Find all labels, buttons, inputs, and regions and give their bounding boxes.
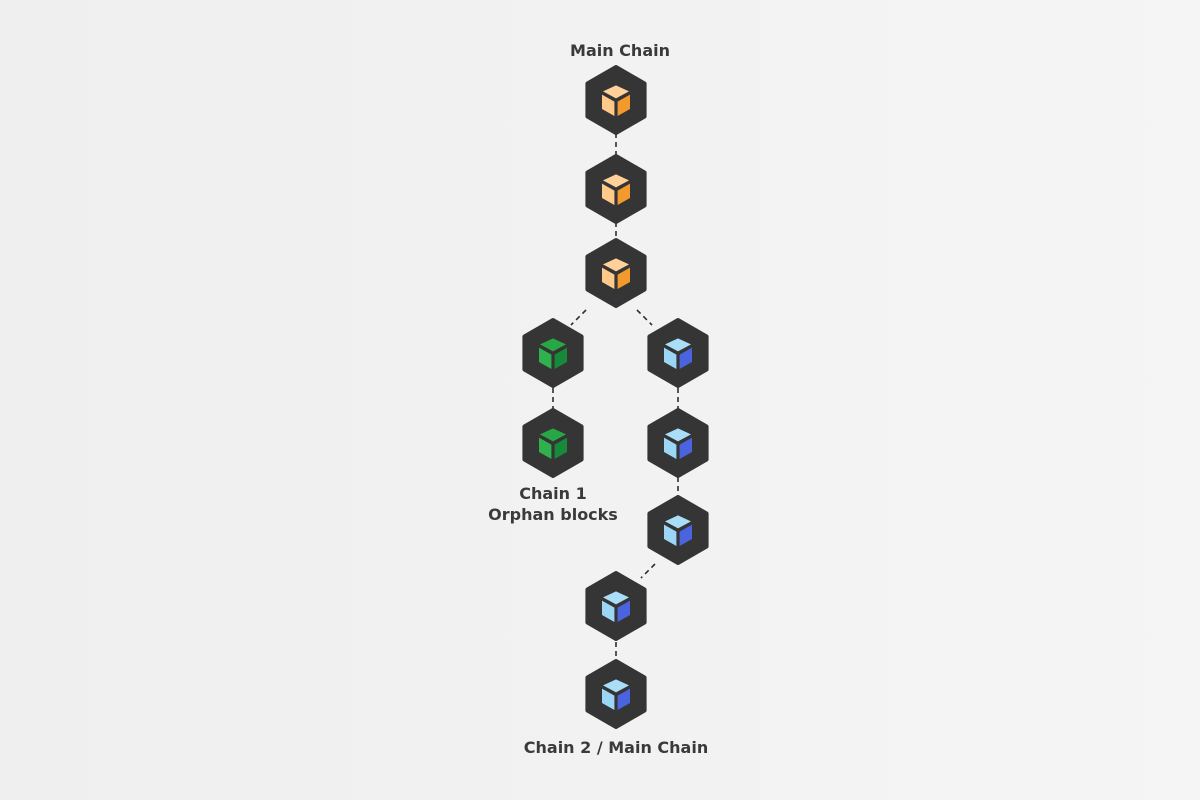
- chain1-label-line1: Chain 1: [519, 484, 587, 503]
- blocks: [522, 65, 709, 729]
- block-hexagon: [585, 154, 647, 224]
- cube-right-face: [617, 600, 630, 622]
- cube-right-face: [617, 183, 630, 205]
- cube-left-face: [602, 600, 615, 622]
- cube-top-face: [665, 428, 691, 442]
- block-hexagon: [585, 659, 647, 729]
- main-chain-block-3: [585, 238, 647, 308]
- chain-2-block-1: [647, 318, 709, 388]
- cube-left-face: [664, 347, 677, 369]
- cube-left-face: [602, 267, 615, 289]
- cube-top-face: [540, 338, 566, 352]
- block-hexagon: [585, 238, 647, 308]
- cube-top-face: [665, 338, 691, 352]
- link-chain2-3-4: [640, 563, 656, 579]
- main-chain-block-1: [585, 65, 647, 135]
- chain-1-block-1: [522, 318, 584, 388]
- cube-top-face: [603, 679, 629, 693]
- main-chain-label: Main Chain: [570, 41, 670, 60]
- chain-2-block-4: [585, 571, 647, 641]
- block-hexagon: [585, 571, 647, 641]
- cube-left-face: [602, 688, 615, 710]
- cube-left-face: [602, 183, 615, 205]
- cube-left-face: [539, 437, 552, 459]
- link-fork-chain1: [570, 309, 587, 326]
- cube-right-face: [554, 347, 567, 369]
- cube-right-face: [617, 267, 630, 289]
- cube-left-face: [664, 524, 677, 546]
- chain-2-block-3: [647, 495, 709, 565]
- chain-2-block-5: [585, 659, 647, 729]
- block-hexagon: [647, 318, 709, 388]
- cube-right-face: [679, 347, 692, 369]
- cube-top-face: [603, 174, 629, 188]
- chain-1-block-2: [522, 408, 584, 478]
- main-chain-block-2: [585, 154, 647, 224]
- cube-left-face: [602, 94, 615, 116]
- block-hexagon: [647, 495, 709, 565]
- cube-top-face: [603, 258, 629, 272]
- chain2-label: Chain 2 / Main Chain: [524, 738, 708, 757]
- cube-top-face: [603, 591, 629, 605]
- block-hexagon: [585, 65, 647, 135]
- connectors: [552, 133, 679, 664]
- link-fork-chain2: [636, 309, 653, 326]
- block-hexagon: [522, 318, 584, 388]
- cube-right-face: [617, 94, 630, 116]
- block-hexagon: [522, 408, 584, 478]
- cube-top-face: [603, 85, 629, 99]
- cube-left-face: [539, 347, 552, 369]
- chain1-label-line2: Orphan blocks: [488, 505, 618, 524]
- block-hexagon: [647, 408, 709, 478]
- cube-right-face: [617, 688, 630, 710]
- cube-right-face: [679, 524, 692, 546]
- cube-left-face: [664, 437, 677, 459]
- chain-2-block-2: [647, 408, 709, 478]
- cube-top-face: [540, 428, 566, 442]
- cube-right-face: [679, 437, 692, 459]
- cube-right-face: [554, 437, 567, 459]
- cube-top-face: [665, 515, 691, 529]
